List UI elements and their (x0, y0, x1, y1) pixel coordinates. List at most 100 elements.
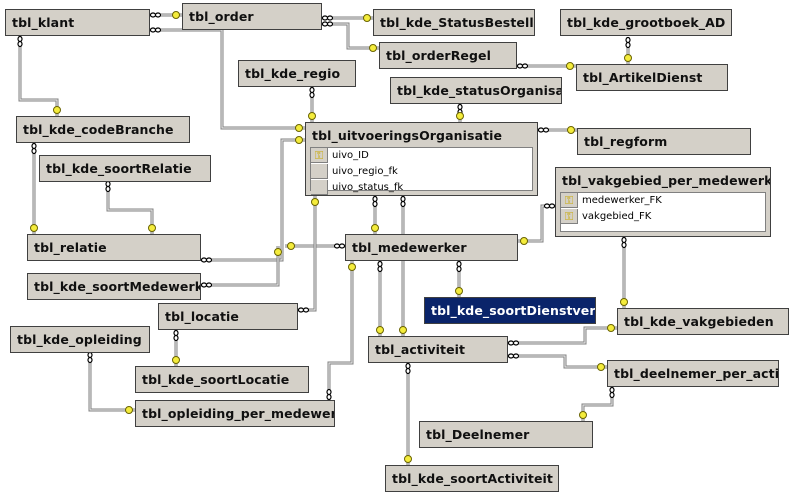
column-row[interactable]: uivo_regio_fk (311, 164, 532, 180)
relationship-line[interactable] (624, 36, 632, 64)
relationship-line[interactable] (455, 260, 463, 297)
key-end-icon (287, 242, 295, 250)
relationship-line[interactable] (17, 35, 61, 116)
table-title: tbl_kde_StatusBestelling (380, 15, 534, 30)
many-end-icon (507, 340, 520, 346)
relationship-line[interactable] (326, 261, 356, 401)
many-end-icon (405, 362, 411, 375)
relationship-line[interactable] (371, 195, 379, 234)
relationship-line[interactable] (200, 246, 282, 288)
relationship-line[interactable] (404, 362, 412, 465)
relationship-line[interactable] (30, 142, 38, 234)
table-oplpermw[interactable]: tbl_opleiding_per_medewerker (135, 400, 335, 427)
table-artikeldienst[interactable]: tbl_ArtikelDienst (576, 64, 728, 91)
key-end-icon (624, 54, 632, 62)
column-row[interactable]: ⚿uivo_ID (311, 148, 532, 164)
relationship-line[interactable] (200, 136, 305, 263)
table-title: tbl_kde_soortRelatie (46, 161, 192, 176)
table-relatie[interactable]: tbl_relatie (27, 234, 201, 261)
table-title: tbl_relatie (34, 240, 107, 255)
relationship-line[interactable] (516, 62, 576, 70)
relationship-line[interactable] (321, 21, 379, 52)
table-soortmedewerker[interactable]: tbl_kde_soortMedewerker (27, 273, 201, 300)
table-orderregel[interactable]: tbl_orderRegel (379, 42, 517, 69)
key-end-icon (456, 112, 464, 120)
table-regio[interactable]: tbl_kde_regio (238, 60, 356, 87)
many-end-icon (377, 260, 383, 273)
table-statusbestelling[interactable]: tbl_kde_StatusBestelling (373, 9, 535, 36)
column-name: uivo_regio_fk (332, 166, 398, 177)
table-title: tbl_kde_opleiding (17, 332, 142, 347)
table-klant[interactable]: tbl_klant (5, 9, 150, 36)
relationship-line[interactable] (87, 351, 135, 414)
many-end-icon (543, 203, 556, 209)
key-end-icon (308, 112, 316, 120)
many-end-icon (321, 21, 334, 27)
key-end-icon (274, 248, 282, 256)
many-end-icon (537, 127, 550, 133)
many-end-icon (516, 63, 529, 69)
many-end-icon (149, 12, 162, 18)
key-end-icon (148, 224, 156, 232)
table-codebranche[interactable]: tbl_kde_codeBranche (16, 116, 190, 143)
relationship-line[interactable] (297, 196, 319, 313)
table-soortactiviteit[interactable]: tbl_kde_soortActiviteit (385, 465, 559, 492)
key-end-icon (311, 198, 319, 206)
table-grootboek[interactable]: tbl_kde_grootboek_AD (560, 9, 732, 36)
table-title: tbl_kde_soortActiviteit (392, 471, 553, 486)
many-end-icon (149, 27, 162, 33)
relationship-line[interactable] (149, 27, 305, 132)
relationship-line[interactable] (507, 353, 607, 371)
key-end-icon (579, 411, 587, 419)
table-title: tbl_deelnemer_per_activit (614, 366, 778, 381)
column-row[interactable]: ⚿medewerker_FK (561, 193, 765, 209)
relationship-line[interactable] (308, 86, 316, 122)
table-title: tbl_kde_vakgebieden (624, 314, 774, 329)
many-end-icon (173, 329, 179, 342)
many-end-icon (456, 260, 462, 273)
table-soortrelatie[interactable]: tbl_kde_soortRelatie (39, 155, 211, 182)
column-list: ⚿uivo_ID uivo_regio_fk uivo_status_fk (310, 147, 533, 195)
table-title: tbl_kde_soortLocatie (142, 372, 290, 387)
relationship-line[interactable] (105, 180, 156, 234)
table-order[interactable]: tbl_order (182, 3, 322, 30)
table-title: tbl_opleiding_per_medewerker (142, 406, 334, 421)
column-row[interactable]: uivo_status_fk (311, 180, 532, 196)
key-end-icon (172, 356, 180, 364)
key-end-icon (348, 263, 356, 271)
relationship-line[interactable] (456, 103, 464, 122)
relationship-line[interactable] (537, 126, 577, 134)
relationship-line[interactable] (507, 324, 617, 346)
table-opleiding[interactable]: tbl_kde_opleiding (10, 326, 150, 353)
relationship-line[interactable] (620, 236, 628, 308)
relationship-line[interactable] (149, 11, 182, 19)
many-end-icon (309, 86, 315, 99)
table-activiteit[interactable]: tbl_activiteit (368, 336, 508, 363)
key-end-icon (30, 224, 38, 232)
many-end-icon (507, 353, 520, 359)
many-end-icon (326, 388, 332, 401)
table-vakgebieden[interactable]: tbl_kde_vakgebieden (617, 308, 789, 335)
many-end-icon (31, 142, 37, 155)
relationship-line[interactable] (399, 195, 407, 336)
relationship-line[interactable] (518, 203, 556, 245)
table-deelnemerperact[interactable]: tbl_deelnemer_per_activit (607, 360, 779, 387)
table-locatie[interactable]: tbl_locatie (158, 303, 298, 330)
relationship-line[interactable] (376, 260, 384, 336)
table-deelnemer[interactable]: tbl_Deelnemer (419, 421, 593, 448)
relationship-line[interactable] (321, 14, 373, 22)
primary-key-icon: ⚿ (311, 148, 328, 163)
relationship-line[interactable] (172, 329, 180, 366)
table-soortlocatie[interactable]: tbl_kde_soortLocatie (135, 366, 309, 393)
column-row[interactable]: ⚿vakgebied_FK (561, 209, 765, 225)
table-statusorg[interactable]: tbl_kde_statusOrganisatie (390, 77, 562, 104)
table-soortdienst[interactable]: tbl_kde_soortDienstverbar (424, 297, 596, 324)
table-medewerker[interactable]: tbl_medewerker (345, 234, 518, 261)
table-regform[interactable]: tbl_regform (577, 128, 751, 155)
key-end-icon (369, 44, 377, 52)
column-selector (311, 164, 328, 179)
relationship-line[interactable] (579, 386, 615, 421)
table-vakpermw[interactable]: tbl_vakgebied_per_medewerker⚿medewerker_… (555, 167, 771, 237)
